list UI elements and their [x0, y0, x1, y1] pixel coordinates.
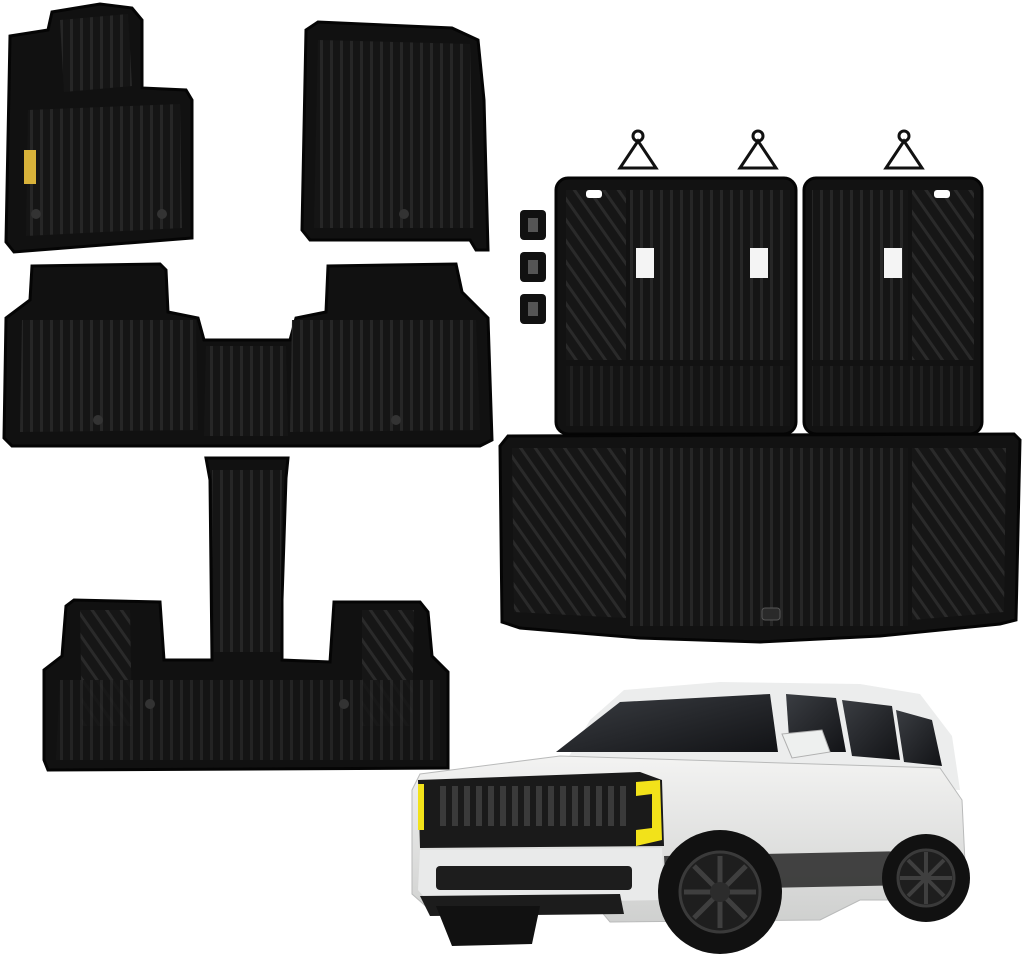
suv-vehicle-illustration [411, 682, 970, 954]
front-right-floor-mat [300, 20, 490, 252]
seatback-protector-left [554, 176, 798, 436]
seatback-strap-hooks [617, 129, 925, 170]
third-row-floor-mat [42, 456, 450, 772]
cargo-trunk-liner [498, 432, 1022, 644]
second-row-floor-mat [2, 262, 494, 448]
front-left-floor-mat [4, 2, 194, 254]
mat-clip-plugs [520, 210, 546, 324]
rear-wheel [882, 834, 970, 922]
front-wheel [658, 830, 782, 954]
seatback-protector-right [802, 176, 984, 436]
brand-logo-badge [24, 150, 36, 184]
